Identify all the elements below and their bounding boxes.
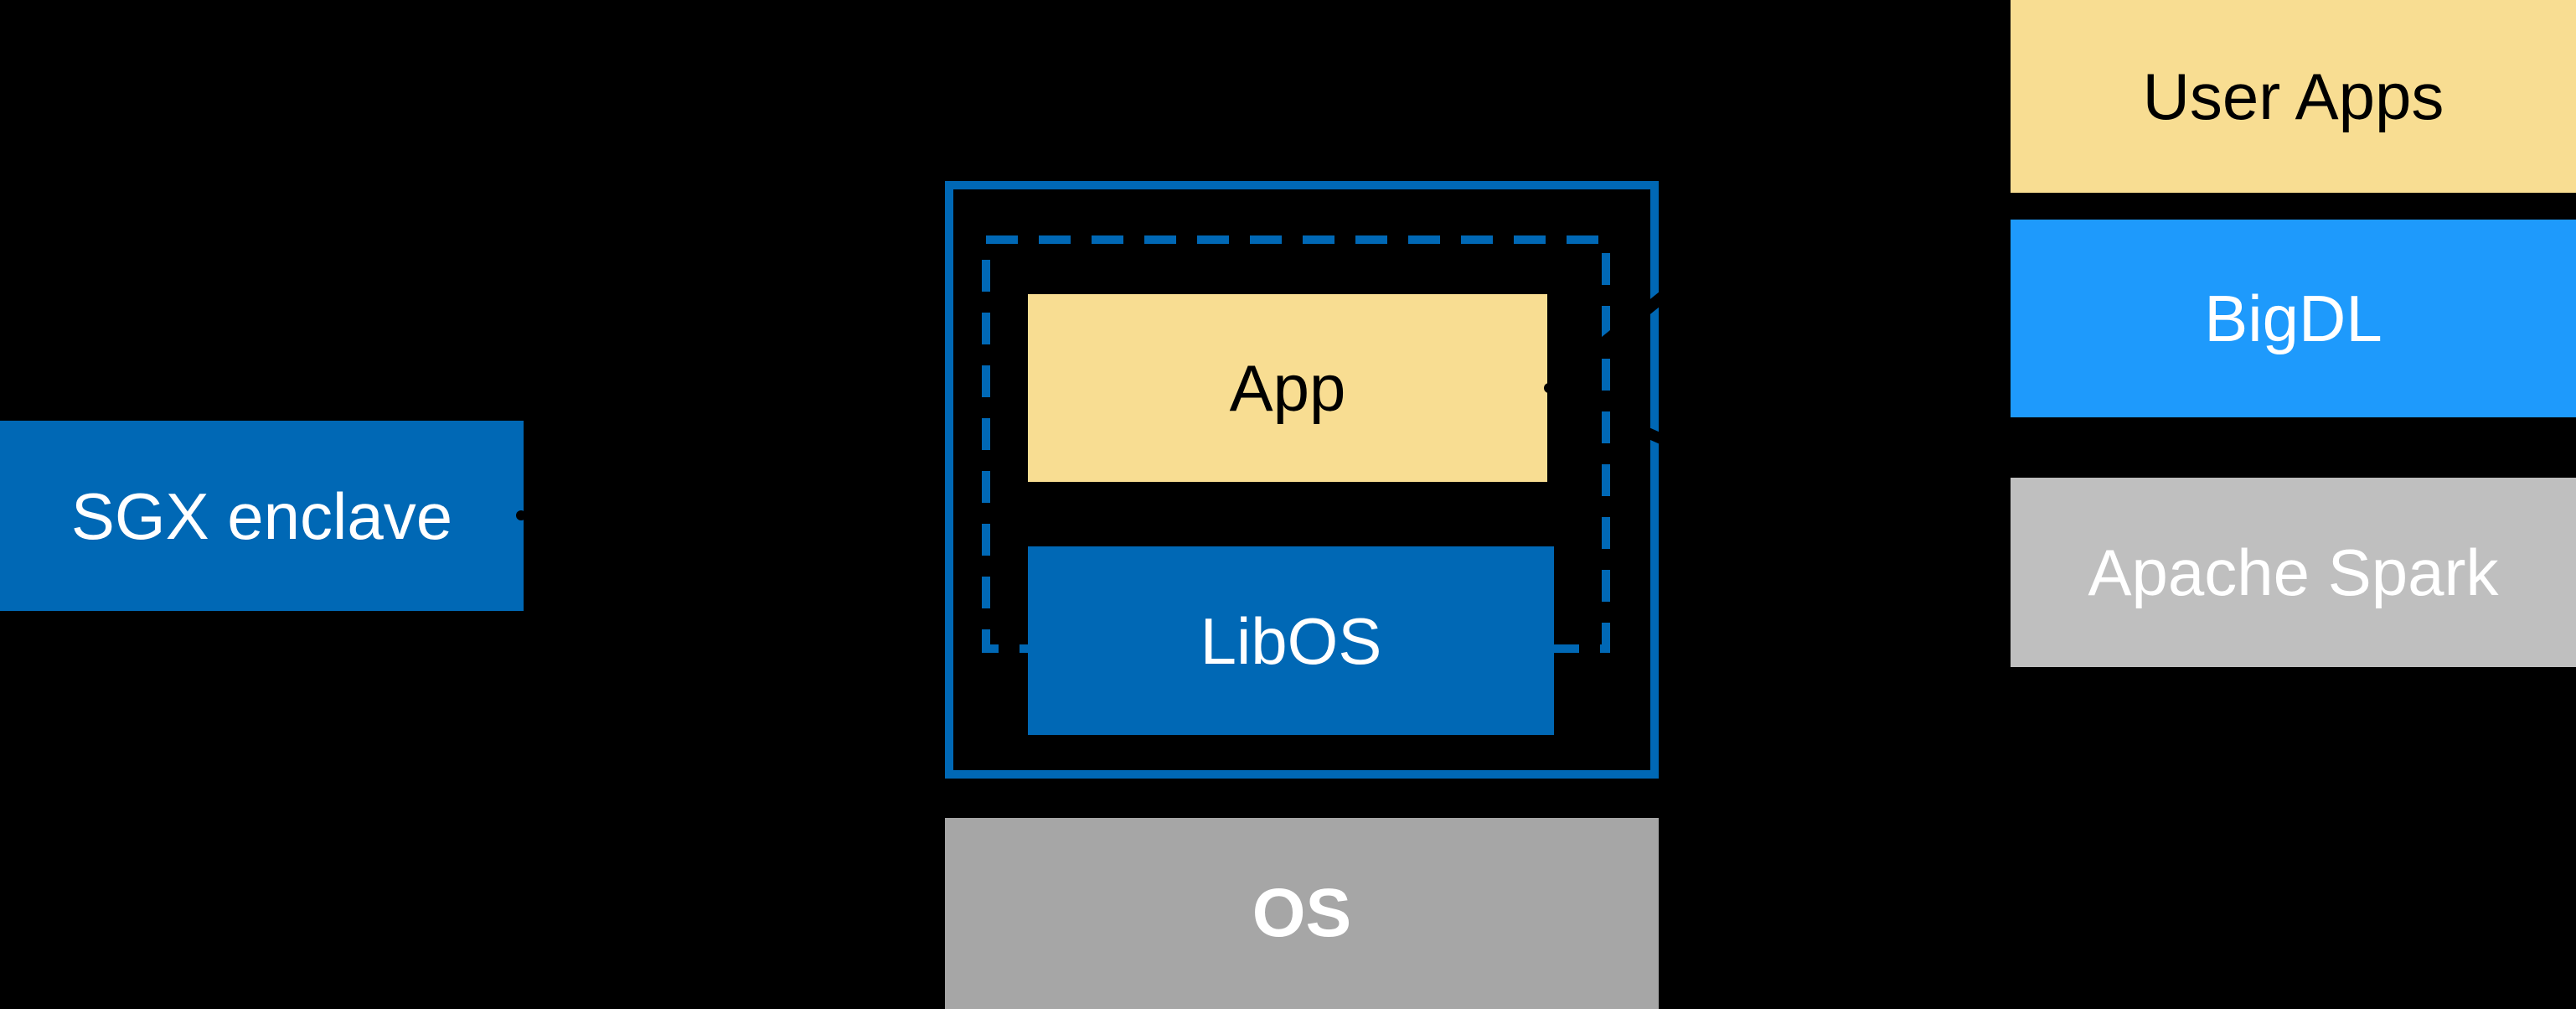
sgx-enclave-label: SGX enclave — [70, 479, 453, 553]
user-apps-box: User Apps — [2011, 0, 2576, 193]
libos-box: LibOS — [1028, 546, 1554, 735]
callout-dot-on-app-box — [1544, 383, 1554, 393]
libos-label: LibOS — [1200, 603, 1382, 678]
apache-spark-label: Apache Spark — [2088, 536, 2499, 609]
bigdl-box: BigDL — [2011, 220, 2576, 417]
apache-spark-box: Apache Spark — [2011, 478, 2576, 667]
sgx-enclave-box: SGX enclave — [0, 421, 524, 611]
enclave-outer-box — [945, 181, 1659, 779]
bigdl-label: BigDL — [2204, 282, 2382, 355]
callout-dot-on-sgx-box — [516, 510, 526, 520]
os-label: OS — [1252, 875, 1352, 951]
os-box: OS — [945, 818, 1659, 1009]
user-apps-label: User Apps — [2142, 60, 2444, 133]
app-box: App — [1028, 294, 1547, 482]
app-label: App — [1229, 351, 1346, 425]
